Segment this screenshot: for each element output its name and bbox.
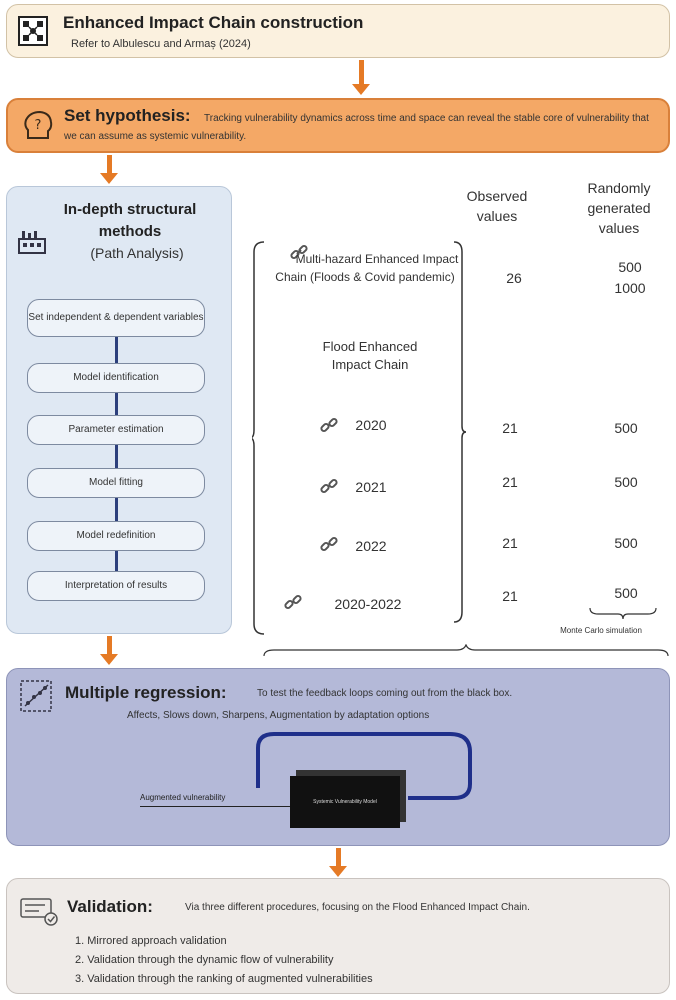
flow-arrow — [359, 60, 364, 86]
feedback-loop — [256, 732, 472, 800]
validation-item-3: 3. Validation through the ranking of aug… — [75, 973, 373, 985]
path-analysis-subtitle: (Path Analysis) — [90, 245, 184, 261]
flow-arrow — [336, 848, 341, 868]
row-observed-2021: 21 — [502, 474, 518, 490]
multi-hazard-random-2: 1000 — [614, 280, 646, 296]
row-random-2022: 500 — [614, 535, 638, 551]
step-parameter-estimation: Parameter estimation — [27, 415, 205, 445]
multi-hazard-random-1: 500 — [618, 259, 642, 275]
step-interpretation: Interpretation of results — [27, 571, 205, 601]
header-subtitle: Refer to Albulescu and Armaș (2024) — [71, 38, 251, 50]
flow-arrowhead — [100, 173, 118, 184]
validation-item-1: 1. Mirrored approach validation — [75, 935, 227, 947]
multi-hazard-label: Multi-hazard Enhanced Impact Chain (Floo… — [275, 252, 459, 284]
flow-arrowhead — [329, 866, 347, 877]
flow-arrowhead — [100, 654, 118, 665]
link-icon — [320, 478, 338, 494]
link-icon — [284, 594, 302, 610]
validation-box: Validation: Via three different procedur… — [6, 878, 670, 994]
table-bottom-brace — [263, 644, 669, 657]
row-observed-2022: 21 — [502, 535, 518, 551]
path-analysis-title: In-depth structural methods — [63, 201, 197, 240]
row-year-2021: 2021 — [355, 479, 387, 495]
validation-label: Validation: — [67, 897, 153, 916]
row-observed-2020-2022: 21 — [502, 588, 518, 604]
question-head-icon: ? — [24, 110, 53, 139]
hypothesis-box: ? Set hypothesis: Tracking vulnerability… — [6, 98, 670, 153]
row-random-2021: 500 — [614, 474, 638, 490]
link-icon — [320, 536, 338, 552]
augmented-vulnerability-label: Augmented vulnerability — [140, 793, 226, 802]
step-connector — [115, 337, 118, 587]
header-box: Enhanced Impact Chain construction Refer… — [6, 4, 670, 58]
input-line — [140, 806, 290, 807]
monte-carlo-note: Monte Carlo simulation — [560, 626, 642, 635]
step-model-fitting: Model fitting — [27, 468, 205, 498]
validation-item-2: 2. Validation through the dynamic flow o… — [75, 954, 334, 966]
flow-arrow — [107, 636, 112, 656]
multi-hazard-observed: 26 — [506, 270, 522, 286]
right-bracket — [453, 241, 466, 623]
step-set-variables: Set independent & dependent variables — [27, 299, 205, 337]
step-model-identification: Model identification — [27, 363, 205, 393]
flood-chain-label: Flood Enhanced Impact Chain — [322, 339, 418, 372]
left-bracket — [252, 241, 265, 635]
path-analysis-panel: In-depth structural methods (Path Analys… — [6, 186, 232, 634]
flow-arrowhead — [352, 84, 370, 95]
row-year-2020-2022: 2020-2022 — [334, 596, 402, 612]
regression-icon — [20, 680, 52, 712]
row-random-2020-2022: 500 — [614, 585, 638, 601]
black-box-text: Systemic Vulnerability Model — [313, 798, 377, 805]
row-year-2020: 2020 — [355, 417, 387, 433]
row-random-2020: 500 — [614, 420, 638, 436]
row-year-2022: 2022 — [355, 538, 387, 554]
svg-text:?: ? — [35, 118, 42, 133]
row-observed-2020: 21 — [502, 420, 518, 436]
regression-text2: Affects, Slows down, Sharpens, Augmentat… — [127, 710, 430, 721]
regression-label: Multiple regression: — [65, 683, 227, 702]
validation-text: Via three different procedures, focusing… — [185, 902, 530, 913]
black-box: Systemic Vulnerability Model — [290, 776, 400, 828]
step-model-redefinition: Model redefinition — [27, 521, 205, 551]
factory-icon — [18, 231, 46, 254]
header-title: Enhanced Impact Chain construction — [63, 13, 364, 32]
flow-arrow — [107, 155, 112, 175]
regression-text: To test the feedback loops coming out fr… — [257, 688, 513, 699]
network-icon — [18, 16, 48, 46]
col-random-header: Randomly generated values — [587, 180, 651, 236]
monte-carlo-brace — [589, 607, 657, 620]
hypothesis-text: Tracking vulnerability dynamics across t… — [64, 113, 649, 142]
validation-icon — [20, 898, 58, 926]
col-observed-header: Observed values — [466, 188, 528, 224]
hypothesis-label: Set hypothesis: — [64, 106, 191, 125]
link-icon — [320, 417, 338, 433]
link-icon — [290, 244, 308, 260]
